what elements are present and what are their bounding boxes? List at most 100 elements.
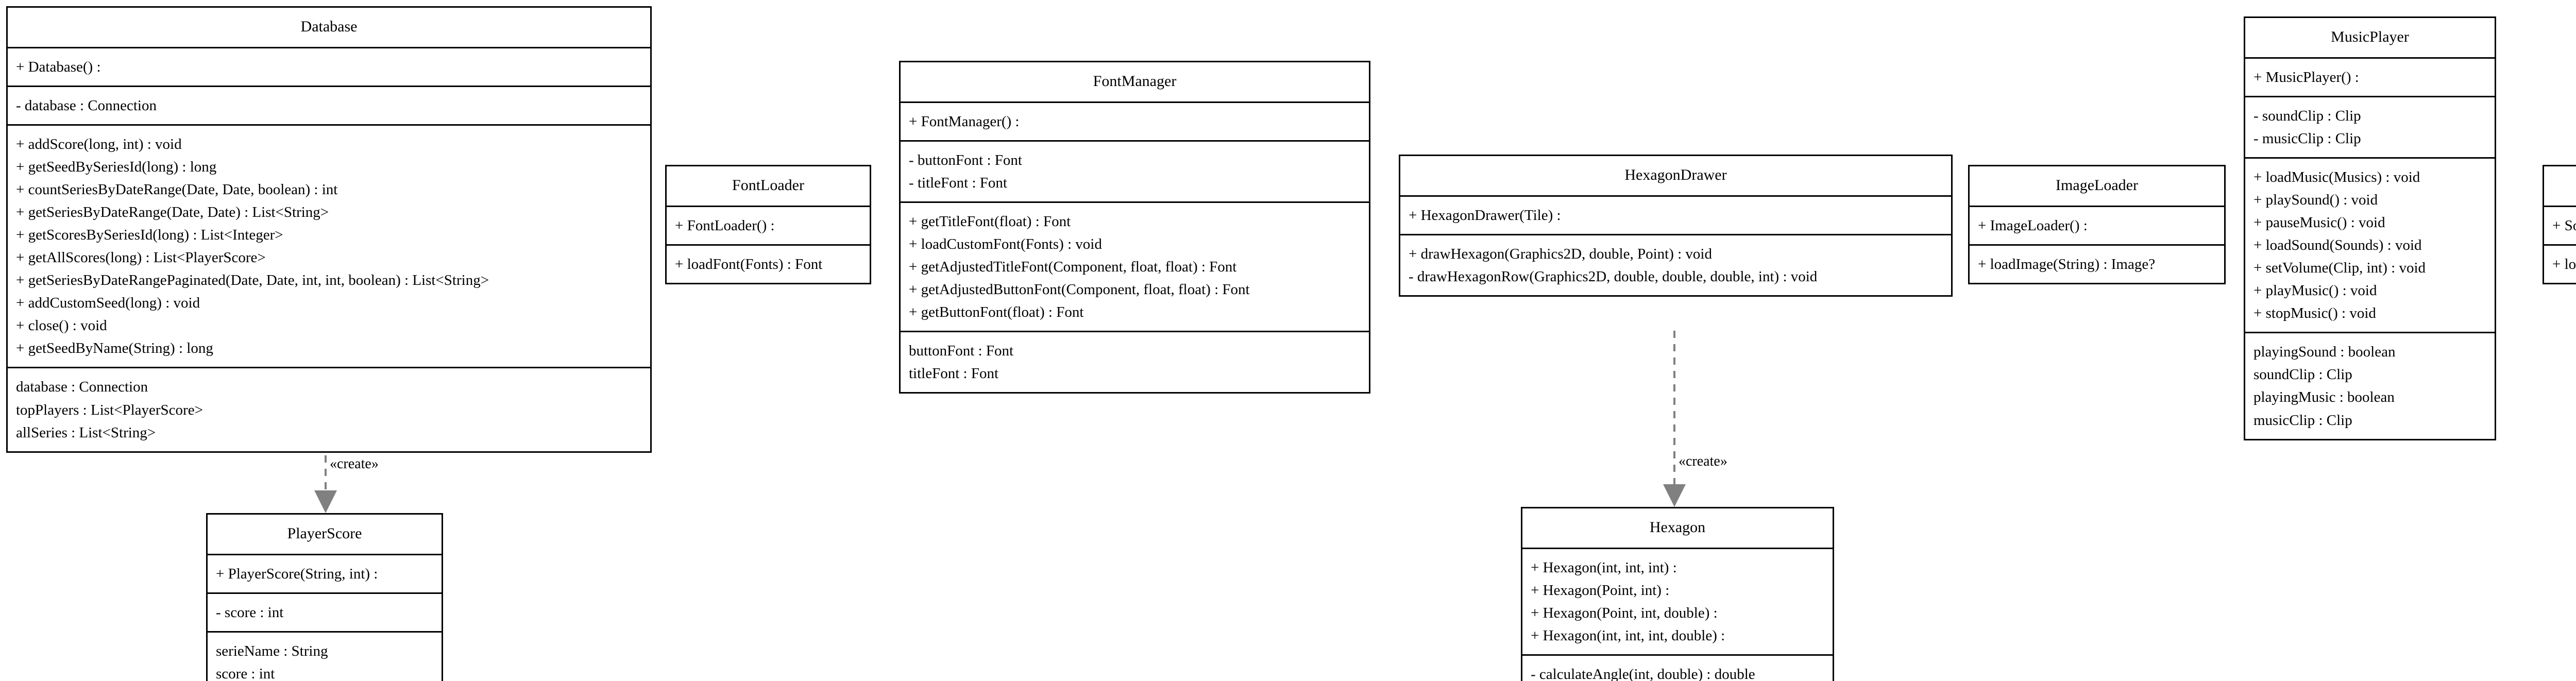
member-row: + getAdjustedButtonFont(Component, float… xyxy=(909,281,1250,298)
compartment-properties-playerscore: serieName : String score : int xyxy=(208,633,442,681)
member-row: + playMusic() : void xyxy=(2253,282,2377,299)
member-row: titleFont : Font xyxy=(909,365,999,382)
member-row: + pauseMusic() : void xyxy=(2253,214,2385,231)
member-row: allSeries : List<String> xyxy=(16,424,156,441)
member-row: + getAllScores(long) : List<PlayerScore> xyxy=(16,249,266,266)
class-box-hexagon[interactable]: Hexagon + Hexagon(int, int, int) : + Hex… xyxy=(1521,507,1834,681)
member-row: + MusicPlayer() : xyxy=(2253,69,2359,86)
member-row: + FontManager() : xyxy=(909,113,1020,130)
compartment-methods-database: + addScore(long, int) : void + getSeedBy… xyxy=(8,126,650,369)
compartment-fields-playerscore: - score : int xyxy=(208,594,442,633)
class-box-hexagondrawer[interactable]: HexagonDrawer + HexagonDrawer(Tile) : + … xyxy=(1399,155,1953,297)
member-row: + addScore(long, int) : void xyxy=(16,135,182,152)
member-row: + loadImage(String) : Image? xyxy=(1978,256,2156,273)
member-row: musicClip : Clip xyxy=(2253,412,2352,429)
compartment-methods-imageloader: + loadImage(String) : Image? xyxy=(1970,246,2224,283)
compartment-constructors-soundloader: + SoundLoader() : xyxy=(2544,207,2576,246)
compartment-properties-database: database : Connection topPlayers : List<… xyxy=(8,368,650,451)
member-row: + setVolume(Clip, int) : void xyxy=(2253,260,2426,277)
compartment-methods-fontmanager: + getTitleFont(float) : Font + loadCusto… xyxy=(901,203,1369,333)
compartment-constructors-musicplayer: + MusicPlayer() : xyxy=(2245,59,2495,97)
class-box-fontmanager[interactable]: FontManager + FontManager() : - buttonFo… xyxy=(899,61,1370,394)
member-row: - titleFont : Font xyxy=(909,174,1007,191)
member-row: - musicClip : Clip xyxy=(2253,130,2361,147)
member-row: - calculateAngle(int, double) : double xyxy=(1531,666,1755,681)
member-row: + FontLoader() : xyxy=(675,217,775,234)
member-row: + HexagonDrawer(Tile) : xyxy=(1409,207,1561,224)
member-row: + loadMusic(String) : Clip? xyxy=(2552,256,2576,273)
member-row: - drawHexagonRow(Graphics2D, double, dou… xyxy=(1409,268,1818,285)
member-row: - score : int xyxy=(216,604,284,621)
member-row: + Hexagon(int, int, int) : xyxy=(1531,559,1677,576)
compartment-methods-hexagon: - calculateAngle(int, double) : double xyxy=(1522,656,1833,681)
class-title-playerscore: PlayerScore xyxy=(208,515,442,555)
member-row: - buttonFont : Font xyxy=(909,151,1022,168)
member-row: + getSeedBySeriesId(long) : long xyxy=(16,158,217,175)
class-title-hexagon: Hexagon xyxy=(1522,508,1833,549)
member-row: + playSound() : void xyxy=(2253,191,2378,208)
member-row: + stopMusic() : void xyxy=(2253,305,2376,322)
compartment-constructors-hexagon: + Hexagon(int, int, int) : + Hexagon(Poi… xyxy=(1522,549,1833,656)
arrowhead-icon xyxy=(1663,484,1686,507)
class-box-fontloader[interactable]: FontLoader + FontLoader() : + loadFont(F… xyxy=(665,165,871,284)
class-title-hexagondrawer: HexagonDrawer xyxy=(1400,156,1951,197)
member-row: playingMusic : boolean xyxy=(2253,389,2395,406)
compartment-methods-soundloader: + loadMusic(String) : Clip? xyxy=(2544,246,2576,283)
dependency-label-hexagondrawer-hexagon: «create» xyxy=(1679,453,1727,469)
class-box-musicplayer[interactable]: MusicPlayer + MusicPlayer() : - soundCli… xyxy=(2244,16,2496,440)
compartment-fields-musicplayer: - soundClip : Clip - musicClip : Clip xyxy=(2245,97,2495,159)
member-row: + loadCustomFont(Fonts) : void xyxy=(909,235,1102,252)
member-row: + getScoresBySeriesId(long) : List<Integ… xyxy=(16,226,283,243)
member-row: + Hexagon(Point, int, double) : xyxy=(1531,604,1718,621)
member-row: database : Connection xyxy=(16,379,148,396)
compartment-fields-database: - database : Connection xyxy=(8,87,650,126)
compartment-properties-musicplayer: playingSound : boolean soundClip : Clip … xyxy=(2245,333,2495,438)
member-row: topPlayers : List<PlayerScore> xyxy=(16,401,203,418)
compartment-constructors-imageloader: + ImageLoader() : xyxy=(1970,207,2224,246)
compartment-methods-musicplayer: + loadMusic(Musics) : void + playSound()… xyxy=(2245,159,2495,334)
compartment-constructors-fontmanager: + FontManager() : xyxy=(901,103,1369,142)
member-row: + getSeriesByDateRange(Date, Date) : Lis… xyxy=(16,203,329,220)
dependency-hexagondrawer-to-hexagon xyxy=(1663,331,1686,507)
class-title-musicplayer: MusicPlayer xyxy=(2245,18,2495,59)
member-row: playingSound : boolean xyxy=(2253,344,2396,361)
member-row: score : int xyxy=(216,665,275,681)
member-row: + getSeriesByDateRangePaginated(Date, Da… xyxy=(16,272,489,289)
member-row: soundClip : Clip xyxy=(2253,366,2352,383)
member-row: + drawHexagon(Graphics2D, double, Point)… xyxy=(1409,245,1712,262)
member-row: + getSeedByName(String) : long xyxy=(16,340,213,357)
member-row: + SoundLoader() : xyxy=(2552,217,2576,234)
member-row: + loadSound(Sounds) : void xyxy=(2253,236,2422,253)
compartment-constructors-database: + Database() : xyxy=(8,48,650,87)
member-row: + Database() : xyxy=(16,58,101,75)
member-row: + loadMusic(Musics) : void xyxy=(2253,168,2420,185)
compartment-methods-hexagondrawer: + drawHexagon(Graphics2D, double, Point)… xyxy=(1400,235,1951,295)
class-title-soundloader: SoundLoader xyxy=(2544,166,2576,207)
member-row: + loadFont(Fonts) : Font xyxy=(675,256,823,273)
class-title-imageloader: ImageLoader xyxy=(1970,166,2224,207)
member-row: + getAdjustedTitleFont(Component, float,… xyxy=(909,258,1237,275)
compartment-constructors-hexagondrawer: + HexagonDrawer(Tile) : xyxy=(1400,197,1951,235)
member-row: + Hexagon(int, int, int, double) : xyxy=(1531,627,1725,644)
class-title-database: Database xyxy=(8,8,650,48)
class-box-soundloader[interactable]: SoundLoader + SoundLoader() : + loadMusi… xyxy=(2543,165,2576,284)
member-row: - database : Connection xyxy=(16,97,157,114)
class-box-database[interactable]: Database + Database() : - database : Con… xyxy=(6,6,652,453)
class-title-fontmanager: FontManager xyxy=(901,62,1369,103)
class-title-fontloader: FontLoader xyxy=(667,166,870,207)
member-row: + countSeriesByDateRange(Date, Date, boo… xyxy=(16,181,338,198)
member-row: + Hexagon(Point, int) : xyxy=(1531,582,1670,599)
member-row: + addCustomSeed(long) : void xyxy=(16,295,200,312)
compartment-fields-fontmanager: - buttonFont : Font - titleFont : Font xyxy=(901,142,1369,203)
member-row: + getTitleFont(float) : Font xyxy=(909,213,1071,230)
compartment-constructors-fontloader: + FontLoader() : xyxy=(667,207,870,246)
arrowhead-icon xyxy=(314,490,337,513)
member-row: - soundClip : Clip xyxy=(2253,107,2361,124)
dependency-label-database-playerscore: «create» xyxy=(330,456,379,472)
member-row: + ImageLoader() : xyxy=(1978,217,2088,234)
compartment-constructors-playerscore: + PlayerScore(String, int) : xyxy=(208,555,442,594)
class-box-playerscore[interactable]: PlayerScore + PlayerScore(String, int) :… xyxy=(206,513,443,681)
member-row: buttonFont : Font xyxy=(909,343,1014,360)
class-box-imageloader[interactable]: ImageLoader + ImageLoader() : + loadImag… xyxy=(1968,165,2226,284)
